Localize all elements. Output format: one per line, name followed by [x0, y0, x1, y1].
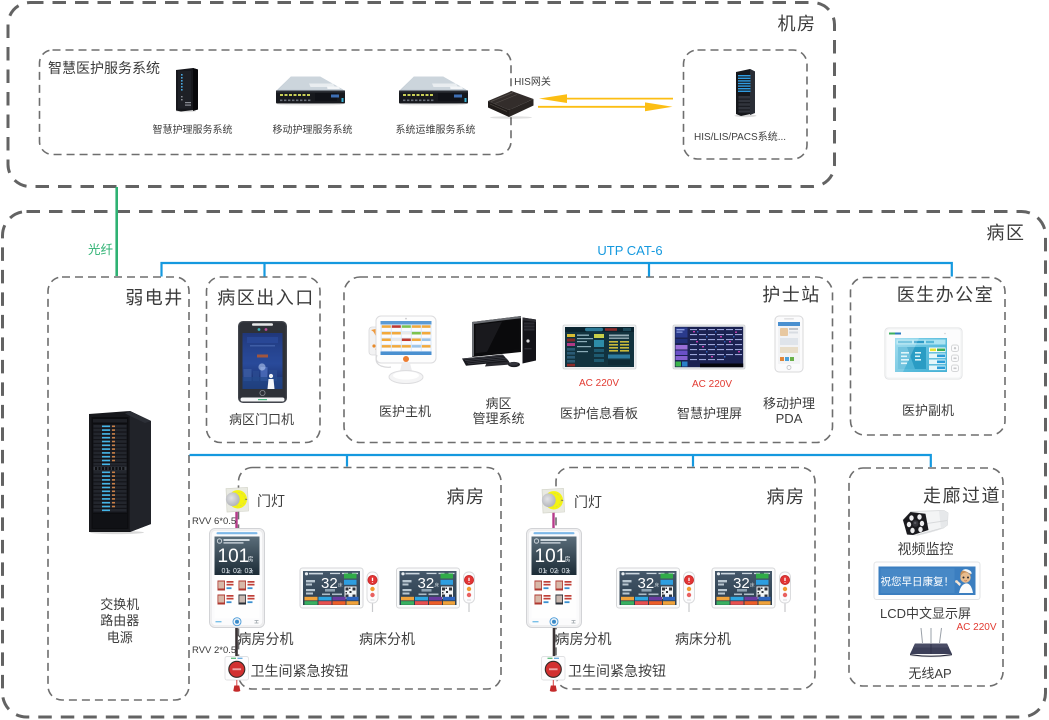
svg-text:祝您早日康复！: 祝您早日康复！: [881, 575, 955, 588]
